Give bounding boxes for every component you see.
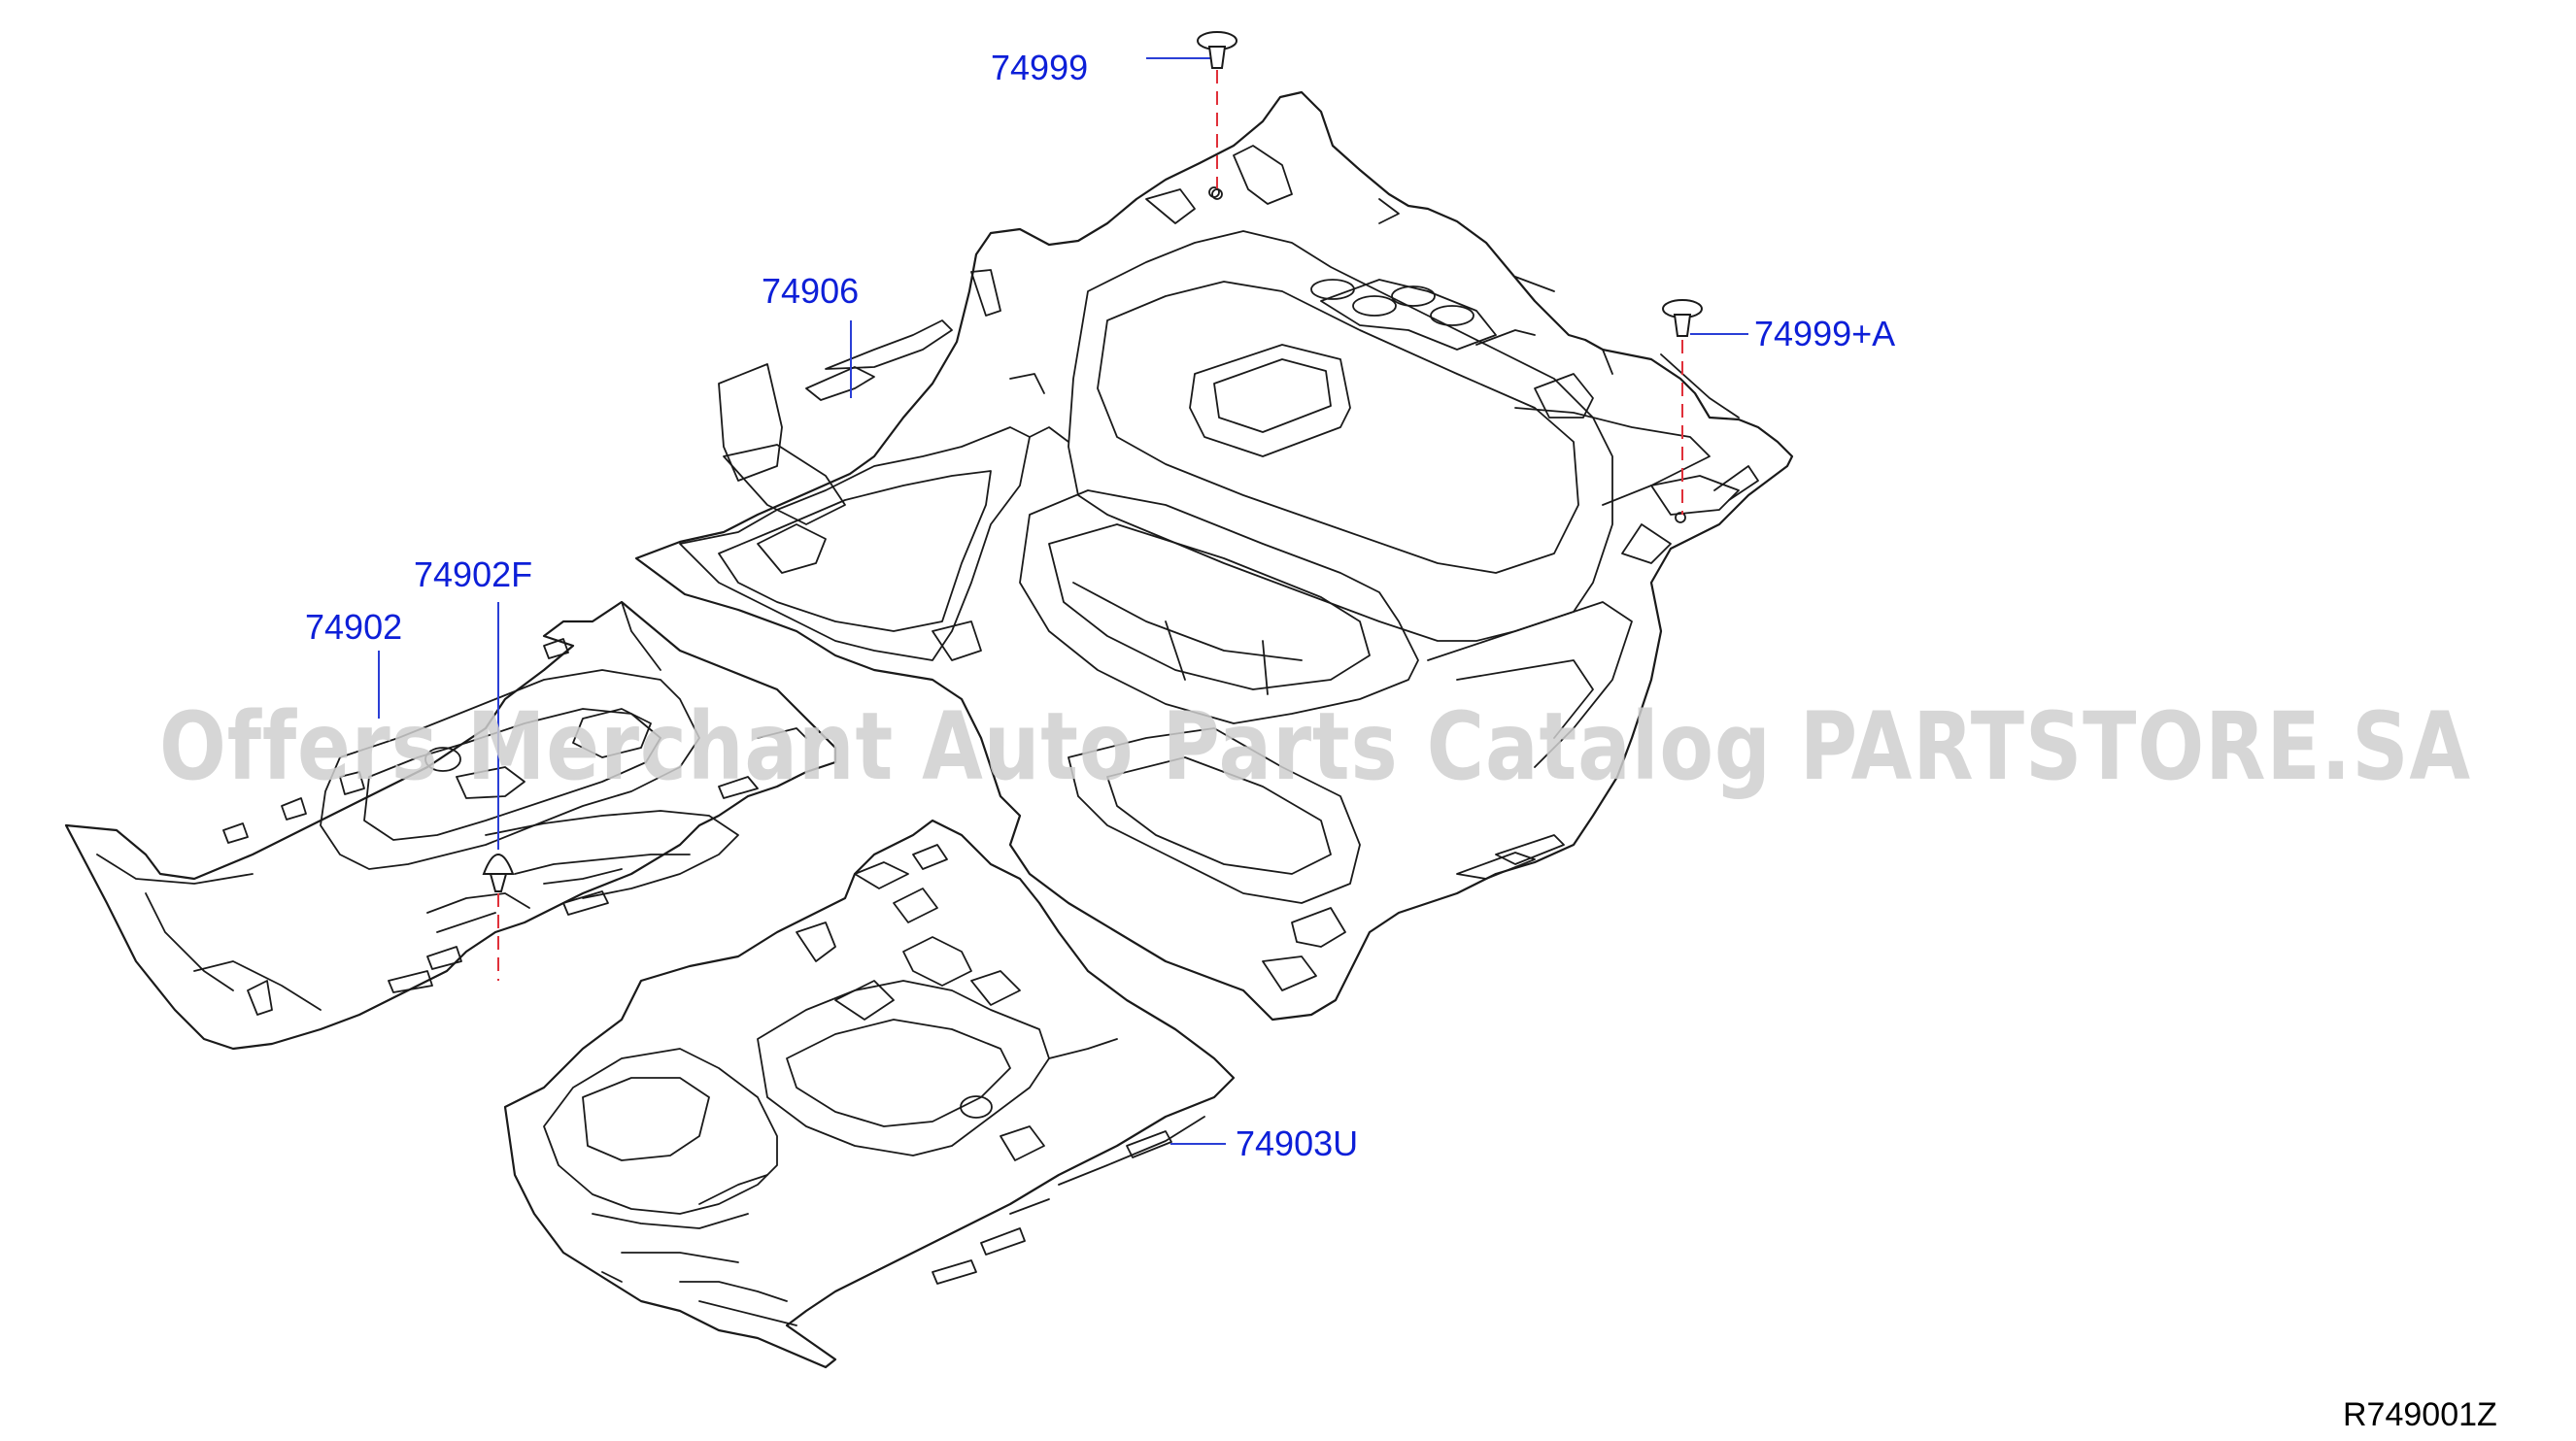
front-carpet-left [64, 600, 837, 1051]
part-label-74906[interactable]: 74906 [762, 271, 859, 311]
watermark-text: Offers Merchant Auto Parts Catalog PARTS… [159, 692, 2471, 801]
diagram-reference-code: R749001Z [2343, 1396, 2497, 1433]
part-label-74902F[interactable]: 74902F [414, 554, 532, 594]
clip-74902F [482, 602, 515, 981]
part-label-74903U[interactable]: 74903U [1236, 1123, 1358, 1163]
part-label-74999A[interactable]: 74999+A [1754, 314, 1895, 353]
clip-74999A [1662, 299, 1748, 515]
rear-floor-carpet [634, 90, 1794, 1022]
front-carpet-right [503, 819, 1236, 1369]
clip-74999 [1146, 31, 1237, 200]
part-label-74999[interactable]: 74999 [991, 48, 1088, 87]
part-label-74902[interactable]: 74902 [305, 607, 402, 647]
